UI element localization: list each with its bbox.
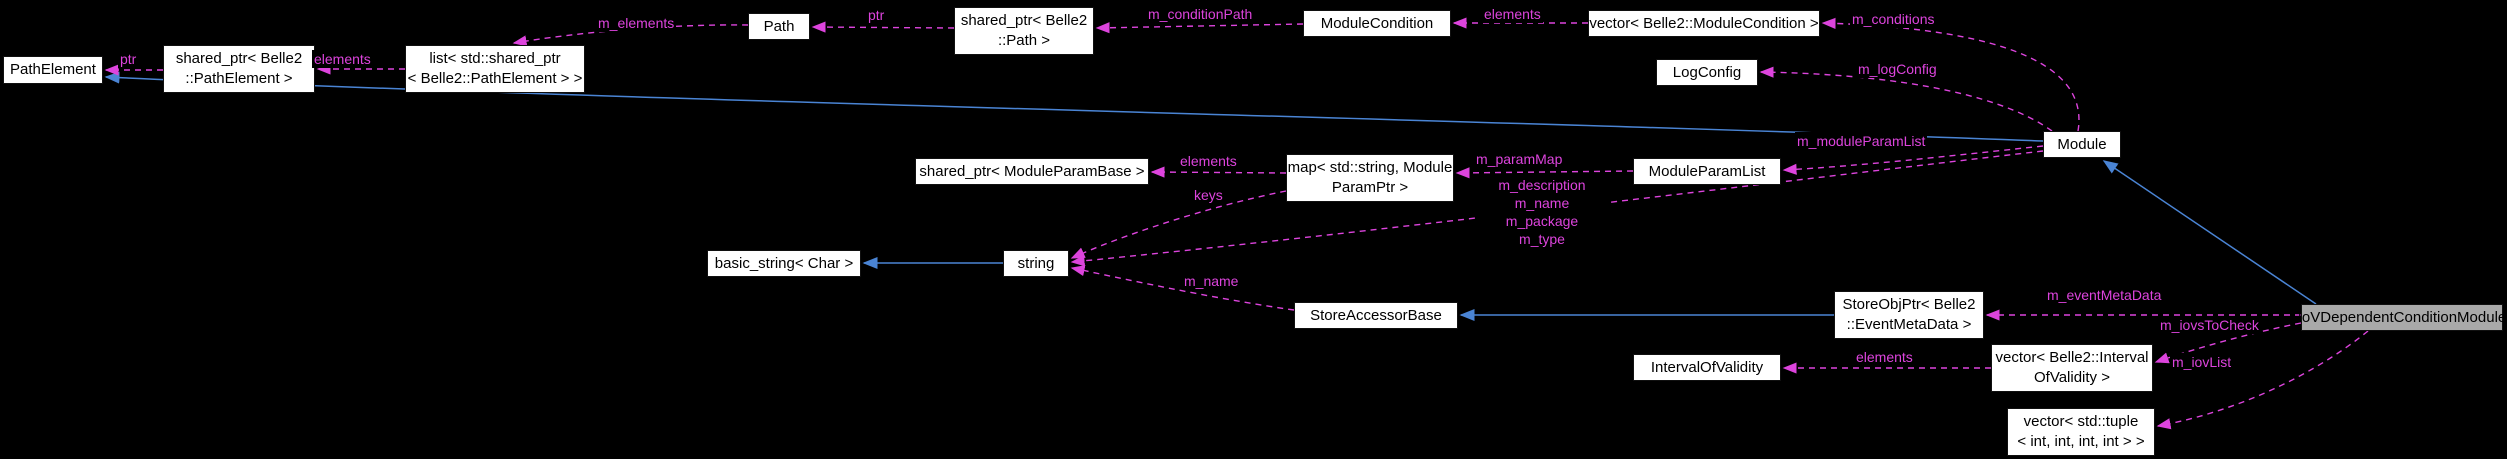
- node-vector-intervalofvalidity[interactable]: vector< Belle2::Interval OfValidity >: [1991, 344, 2153, 392]
- edge-label-elements-modulecondition: elements: [1482, 5, 1543, 23]
- node-path[interactable]: Path: [748, 13, 810, 40]
- node-shared-ptr-moduleparambase[interactable]: shared_ptr< ModuleParamBase >: [915, 158, 1149, 185]
- edge-label-m-logconfig: m_logConfig: [1856, 60, 1939, 78]
- edge-label-module-string-members: m_description m_name m_package m_type: [1475, 176, 1609, 248]
- edge-module-inherits-pathelement: [104, 71, 2044, 142]
- edge-mlogconfig-to-logconfig: [1759, 66, 2053, 132]
- edge-keys-to-string: [1070, 190, 1287, 259]
- edge-label-elements-pathelement: elements: [312, 50, 373, 68]
- node-logconfig[interactable]: LogConfig: [1656, 59, 1758, 86]
- edge-label-m-iovstocheck: m_iovsToCheck: [2158, 316, 2261, 334]
- edge-mmoduleparamlist-to-moduleparamlist: [1782, 145, 2044, 175]
- node-vector-tuple-int[interactable]: vector< std::tuple < int, int, int, int …: [2007, 408, 2155, 456]
- node-iovdependentconditionmodule: IoVDependentConditionModule: [2298, 304, 2506, 331]
- edge-label-m-parammap: m_paramMap: [1474, 150, 1565, 168]
- node-shared-ptr-pathelement[interactable]: shared_ptr< Belle2 ::PathElement >: [163, 45, 315, 93]
- edge-label-elements-intervalofvalidity: elements: [1854, 348, 1915, 366]
- edge-label-m-conditionpath: m_conditionPath: [1146, 5, 1255, 23]
- edge-mparammap-to-map: [1455, 167, 1634, 179]
- edge-label-m-elements: m_elements: [596, 14, 677, 32]
- edge-label-ptr-path: ptr: [866, 6, 887, 24]
- node-basic-string[interactable]: basic_string< Char >: [707, 250, 861, 277]
- edge-module-members-to-string: [1070, 150, 2044, 267]
- edge-label-m-conditions: m_conditions: [1850, 10, 1937, 28]
- edge-label-ptr-pathelement: ptr: [118, 50, 139, 68]
- edge-label-m-name: m_name: [1182, 272, 1241, 290]
- edge-label-m-iovlist: m_iovList: [2170, 353, 2234, 371]
- edge-ptr-to-path: [811, 21, 955, 33]
- edge-label-elements-moduleparambase: elements: [1178, 152, 1239, 170]
- edge-iovmodule-inherits-module: [2102, 160, 2317, 305]
- edge-label-m-eventmetadata: m_eventMetaData: [2045, 286, 2164, 304]
- edge-mconditionpath-to-sharedptr-path: [1095, 22, 1304, 34]
- node-pathelement[interactable]: PathElement: [3, 56, 103, 84]
- node-modulecondition[interactable]: ModuleCondition: [1303, 10, 1451, 37]
- edge-mname-to-string: [1070, 265, 1295, 311]
- node-storeaccessorbase[interactable]: StoreAccessorBase: [1294, 302, 1458, 329]
- node-intervalofvalidity[interactable]: IntervalOfValidity: [1633, 354, 1781, 381]
- node-vector-modulecondition[interactable]: vector< Belle2::ModuleCondition >: [1588, 10, 1820, 37]
- node-list-shared-ptr-pathelement[interactable]: list< std::shared_ptr < Belle2::PathElem…: [405, 45, 585, 93]
- node-map-moduleparamptr[interactable]: map< std::string, Module ParamPtr >: [1286, 154, 1454, 202]
- node-storeobjptr-eventmetadata[interactable]: StoreObjPtr< Belle2 ::EventMetaData >: [1834, 291, 1984, 339]
- node-shared-ptr-path[interactable]: shared_ptr< Belle2 ::Path >: [954, 7, 1094, 55]
- node-string[interactable]: string: [1003, 250, 1069, 277]
- node-moduleparamlist[interactable]: ModuleParamList: [1633, 158, 1781, 185]
- edge-elements-to-sharedptr-moduleparambase: [1150, 166, 1287, 178]
- node-module[interactable]: Module: [2043, 131, 2121, 158]
- edge-label-m-moduleparamlist: m_moduleParamList: [1795, 132, 1928, 150]
- edge-label-keys: keys: [1192, 186, 1225, 204]
- edge-miovlist-to-vector-tuple: [2156, 330, 2369, 430]
